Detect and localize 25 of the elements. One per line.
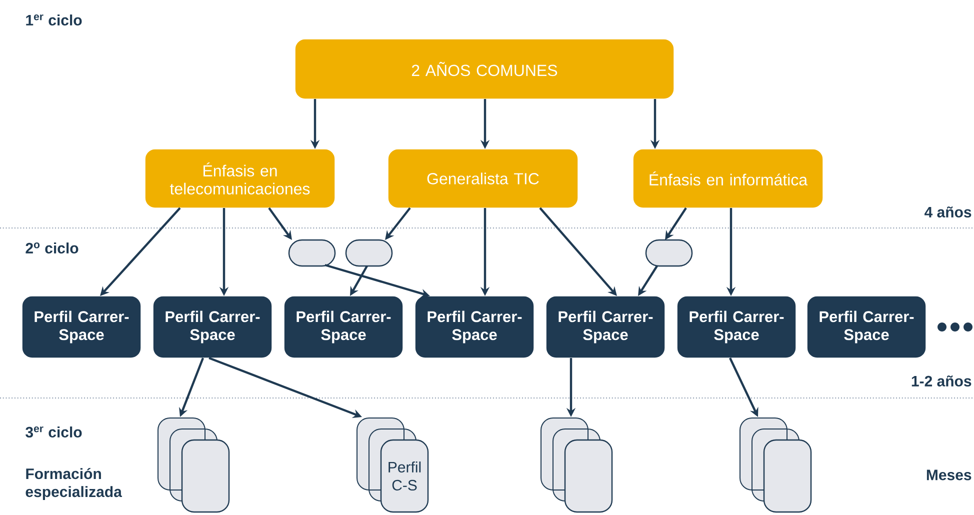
cycle-label: 1$^{er}$ ciclo (26, 14, 82, 26)
profile-box: Perfil Carrer-Space (807, 296, 926, 358)
capsule (645, 239, 693, 267)
profile-box: Perfil Carrer-Space (677, 296, 796, 358)
profile-box: Perfil Carrer-Space (284, 296, 403, 358)
duration-label: 1-2 años (912, 376, 972, 386)
card-stack (740, 418, 812, 513)
stage-label: Formación especializada (26, 468, 122, 500)
profile-box: Perfil Carrer-Space (546, 296, 665, 358)
duration-label: Meses (926, 470, 972, 480)
stage-box: Énfasis en telecomunicaciones (145, 149, 335, 208)
card-stack: Perfil C-S (356, 418, 429, 513)
stage-box: Énfasis en informática (633, 149, 823, 208)
stage-box: Generalista TIC (388, 149, 578, 208)
profile-box: Perfil Carrer-Space (153, 296, 272, 358)
duration-label: 4 años (924, 206, 972, 218)
card-stack (540, 418, 613, 513)
profile-box: Perfil Carrer-Space (415, 296, 534, 358)
stage-box: 2 AÑOS COMUNES (295, 39, 674, 99)
profile-box: Perfil Carrer-Space (22, 296, 141, 358)
capsule (288, 239, 336, 267)
capsule (345, 239, 393, 267)
card-stack (158, 418, 230, 513)
cycle-label: 2$^{o}$ ciclo (26, 242, 78, 254)
cycle-label: 3$^{er}$ ciclo (26, 426, 82, 438)
